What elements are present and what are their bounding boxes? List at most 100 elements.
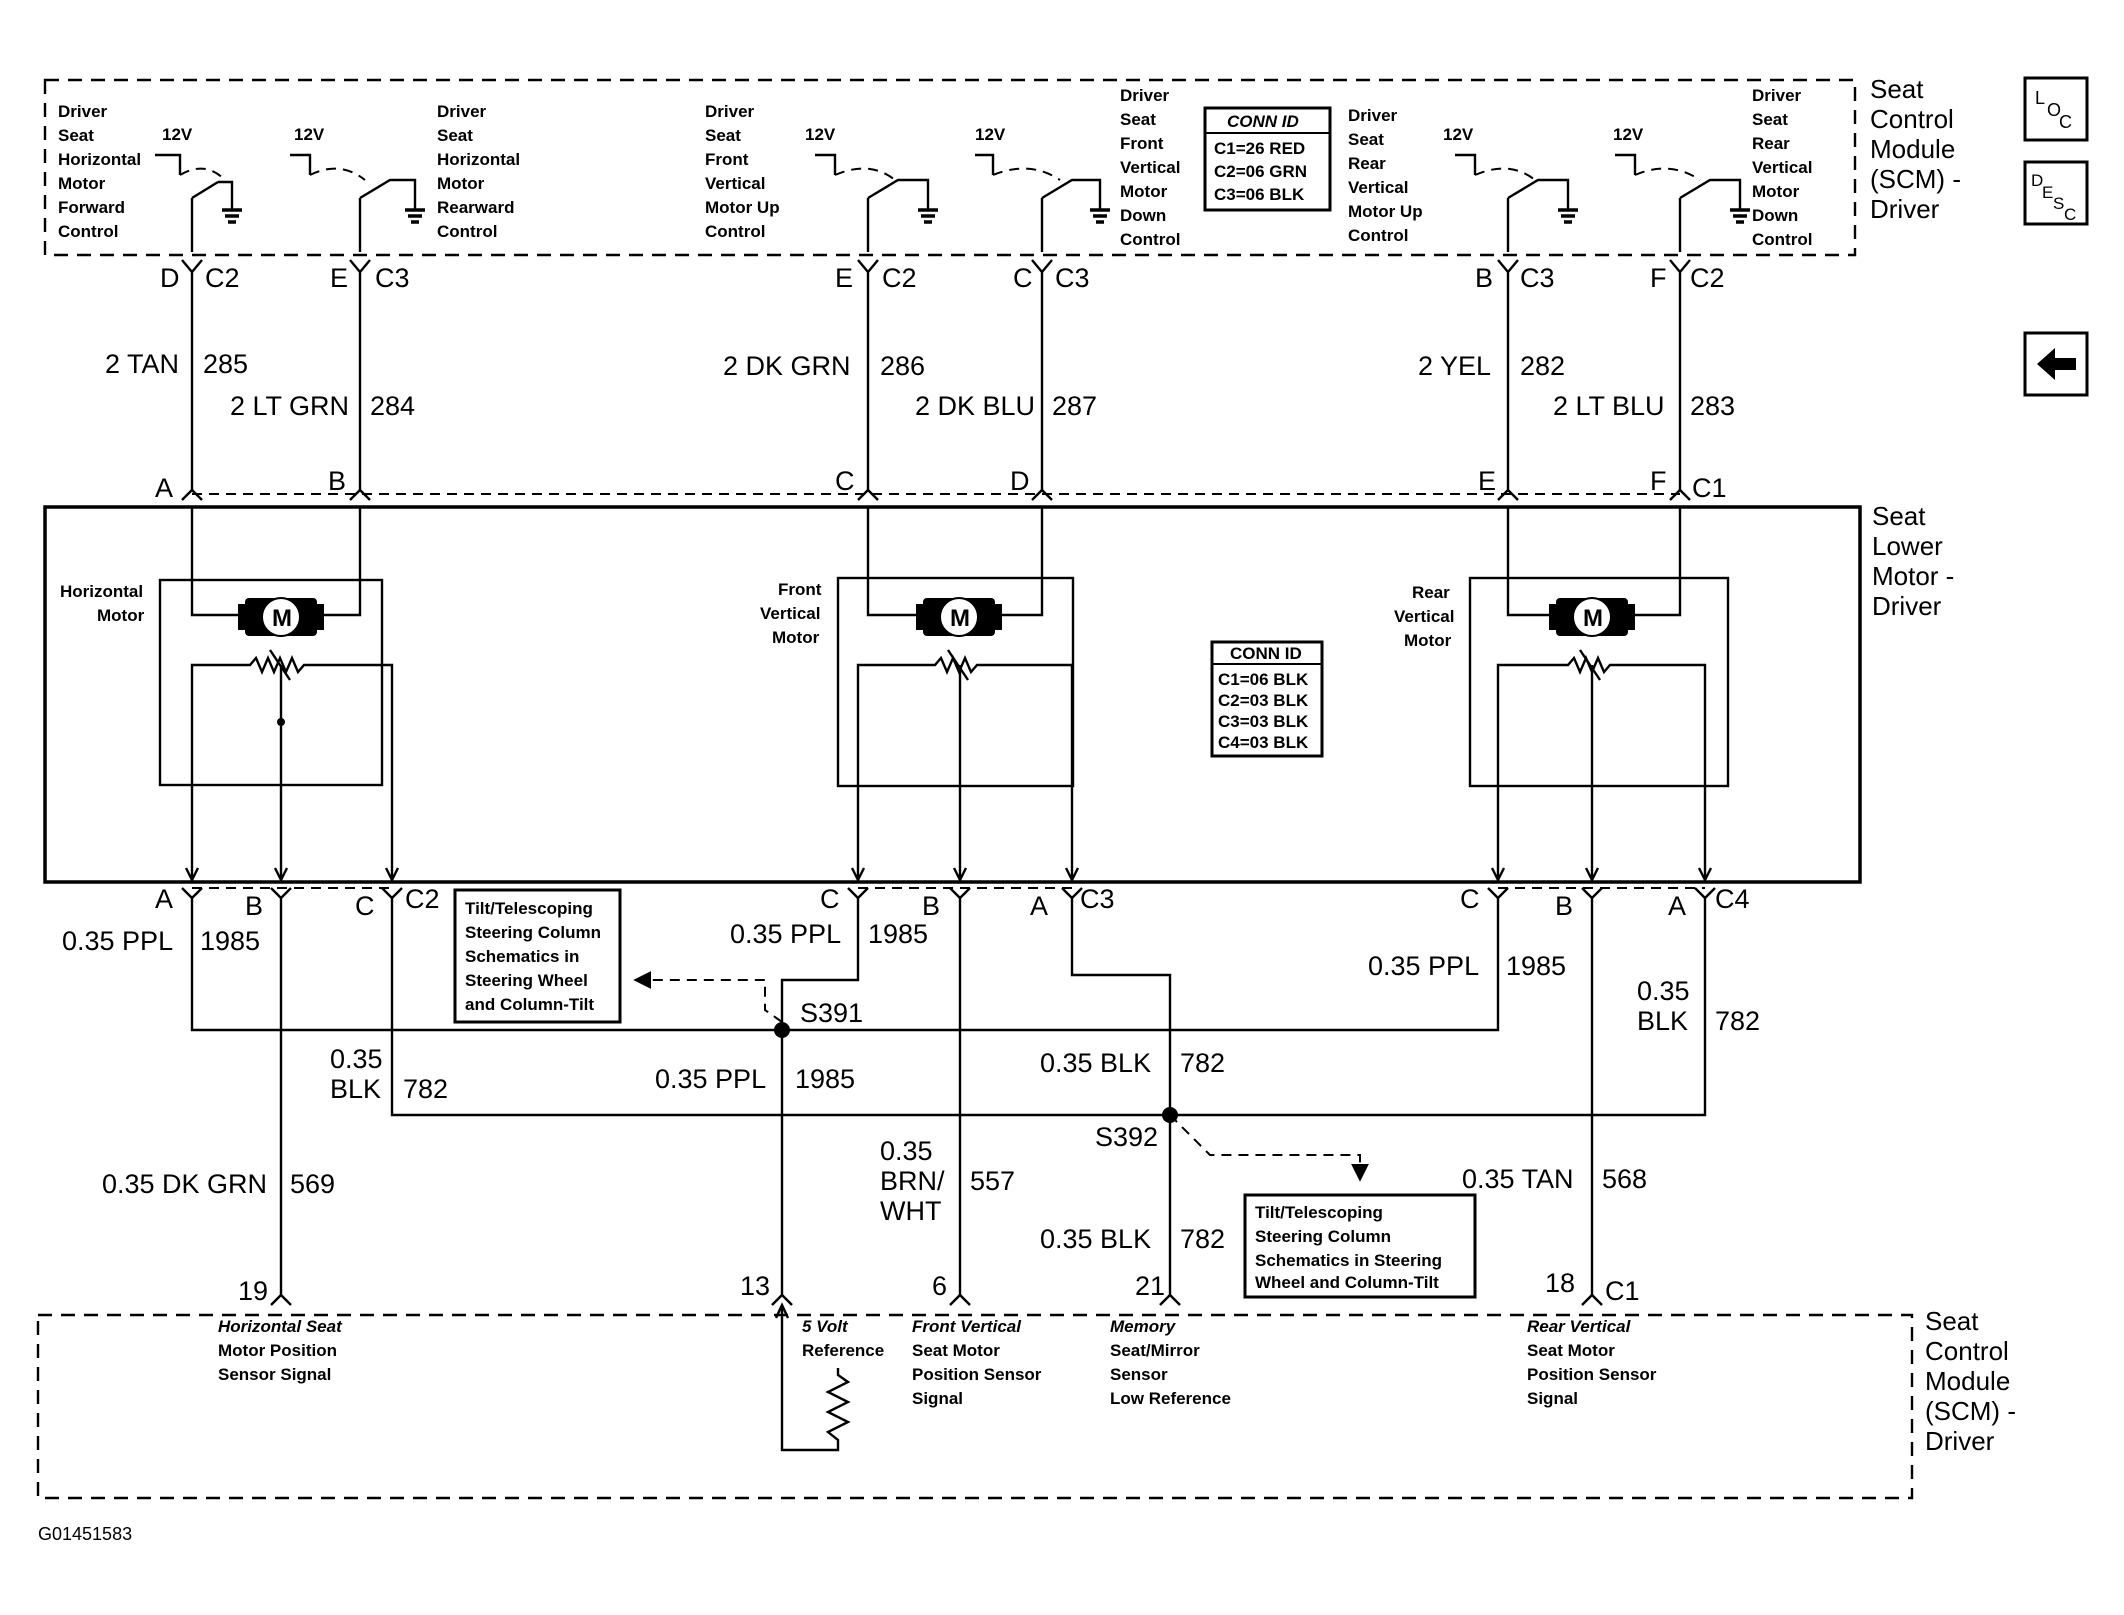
left-arrow-icon: [2037, 348, 2076, 380]
svg-text:Seat: Seat: [1872, 501, 1926, 531]
svg-text:Driver: Driver: [1752, 86, 1802, 105]
ref-box-left[interactable]: Tilt/Telescoping Steering Column Schemat…: [453, 888, 622, 1024]
svg-text:CONN ID: CONN ID: [1227, 112, 1299, 131]
svg-text:Motor: Motor: [97, 606, 145, 625]
svg-text:C: C: [820, 884, 840, 914]
motor-bottom-connectors: A B C C2 C B A C3 C B A C4: [155, 884, 1750, 921]
svg-text:Rear: Rear: [1752, 134, 1790, 153]
svg-text:6: 6: [932, 1271, 947, 1301]
svg-text:Position Sensor: Position Sensor: [1527, 1365, 1657, 1384]
svg-text:0.35 PPL: 0.35 PPL: [62, 926, 173, 956]
svg-text:2 LT BLU: 2 LT BLU: [1553, 391, 1665, 421]
svg-text:Seat: Seat: [1925, 1306, 1979, 1336]
svg-text:Rearward: Rearward: [437, 198, 514, 217]
svg-text:287: 287: [1052, 391, 1097, 421]
loc-button[interactable]: L O C: [2023, 76, 2089, 142]
svg-text:Tilt/Telescoping: Tilt/Telescoping: [1255, 1203, 1383, 1222]
svg-text:12V: 12V: [975, 125, 1006, 144]
svg-text:2 TAN: 2 TAN: [105, 349, 179, 379]
svg-text:Motor: Motor: [437, 174, 485, 193]
top-scm-label: Seat Control Module (SCM) - Driver: [1870, 74, 1961, 224]
top-scm-module: [43, 78, 1857, 257]
five-volt-reference-resistor: [774, 1302, 851, 1452]
svg-text:F: F: [1650, 466, 1667, 496]
scm-bottom-pins: 19 13 6 21 18 C1: [238, 1268, 1640, 1306]
svg-text:285: 285: [203, 349, 248, 379]
svg-text:Control: Control: [58, 222, 118, 241]
svg-text:0.35 PPL: 0.35 PPL: [730, 919, 841, 949]
svg-text:1985: 1985: [795, 1064, 855, 1094]
svg-text:Seat: Seat: [437, 126, 473, 145]
svg-text:C: C: [2064, 205, 2076, 224]
svg-text:C2: C2: [1690, 263, 1725, 293]
ref-box-right[interactable]: Tilt/Telescoping Steering Column Schemat…: [1243, 1193, 1477, 1299]
svg-text:1985: 1985: [868, 919, 928, 949]
svg-text:782: 782: [1180, 1048, 1225, 1078]
svg-text:Driver: Driver: [1870, 194, 1940, 224]
svg-text:0.35: 0.35: [1637, 976, 1690, 1006]
svg-text:Schematics in: Schematics in: [465, 947, 579, 966]
svg-text:BLK: BLK: [1637, 1006, 1688, 1036]
svg-text:286: 286: [880, 351, 925, 381]
switch-1: 12V: [155, 125, 242, 252]
horizontal-motor-label: Horizontal Motor: [60, 582, 145, 625]
svg-text:0.35 BLK: 0.35 BLK: [1040, 1048, 1151, 1078]
switch-label-horizontal-rearward: Driver Seat Horizontal Motor Rearward Co…: [437, 102, 520, 241]
desc-button[interactable]: D E S C: [2023, 160, 2089, 226]
svg-text:and Column-Tilt: and Column-Tilt: [465, 995, 594, 1014]
svg-text:C2: C2: [205, 263, 240, 293]
svg-text:A: A: [155, 884, 173, 914]
switch-label-front-up: Driver Seat Front Vertical Motor Up Cont…: [705, 102, 780, 241]
svg-text:Seat: Seat: [1752, 110, 1788, 129]
svg-text:Driver: Driver: [437, 102, 487, 121]
svg-text:Horizontal Seat: Horizontal Seat: [218, 1317, 343, 1336]
svg-text:Control: Control: [1348, 226, 1408, 245]
svg-text:Sensor Signal: Sensor Signal: [218, 1365, 331, 1384]
svg-text:Low Reference: Low Reference: [1110, 1389, 1231, 1408]
svg-text:F: F: [1650, 263, 1667, 293]
svg-text:782: 782: [1180, 1224, 1225, 1254]
svg-text:782: 782: [403, 1074, 448, 1104]
bottom-scm-label: Seat Control Module (SCM) - Driver: [1925, 1306, 2016, 1456]
svg-text:M: M: [1583, 605, 1603, 632]
svg-text:Seat: Seat: [705, 126, 741, 145]
svg-text:Memory: Memory: [1110, 1317, 1177, 1336]
svg-text:B: B: [245, 891, 263, 921]
svg-text:282: 282: [1520, 351, 1565, 381]
top-wire-labels: 2 TAN 285 2 LT GRN 284 2 DK GRN 286 2 DK…: [105, 349, 1735, 421]
svg-text:C1=06 BLK: C1=06 BLK: [1218, 670, 1309, 689]
svg-text:BLK: BLK: [330, 1074, 381, 1104]
svg-text:Front Vertical: Front Vertical: [912, 1317, 1022, 1336]
svg-text:D: D: [1010, 466, 1030, 496]
svg-text:Motor: Motor: [1752, 182, 1800, 201]
switch-4: 12V: [975, 125, 1110, 252]
svg-text:21: 21: [1135, 1271, 1165, 1301]
switch-label-horizontal-forward: Driver Seat Horizontal Motor Forward Con…: [58, 102, 141, 241]
svg-text:12V: 12V: [162, 125, 193, 144]
svg-text:568: 568: [1602, 1164, 1647, 1194]
back-button[interactable]: [2023, 331, 2089, 397]
front-vertical-motor-label: Front Vertical Motor: [760, 580, 822, 647]
svg-text:Reference: Reference: [802, 1341, 884, 1360]
rear-vertical-motor-label: Rear Vertical Motor: [1394, 583, 1455, 650]
svg-text:Motor: Motor: [772, 628, 820, 647]
svg-text:Steering Column: Steering Column: [465, 923, 601, 942]
svg-text:Steering Column: Steering Column: [1255, 1227, 1391, 1246]
svg-text:C3: C3: [1080, 884, 1115, 914]
svg-text:C2=03 BLK: C2=03 BLK: [1218, 691, 1309, 710]
svg-text:13: 13: [740, 1271, 770, 1301]
svg-text:Rear: Rear: [1348, 154, 1386, 173]
svg-text:Down: Down: [1752, 206, 1798, 225]
svg-text:Control: Control: [1870, 104, 1954, 134]
svg-text:0.35 PPL: 0.35 PPL: [655, 1064, 766, 1094]
svg-text:B: B: [1475, 263, 1493, 293]
svg-text:C3: C3: [1055, 263, 1090, 293]
svg-text:Driver: Driver: [1120, 86, 1170, 105]
svg-text:1985: 1985: [200, 926, 260, 956]
svg-text:S: S: [2053, 194, 2064, 213]
svg-text:C: C: [355, 891, 375, 921]
svg-text:C4: C4: [1715, 884, 1750, 914]
svg-text:0.35: 0.35: [330, 1044, 383, 1074]
svg-text:C: C: [1013, 263, 1033, 293]
